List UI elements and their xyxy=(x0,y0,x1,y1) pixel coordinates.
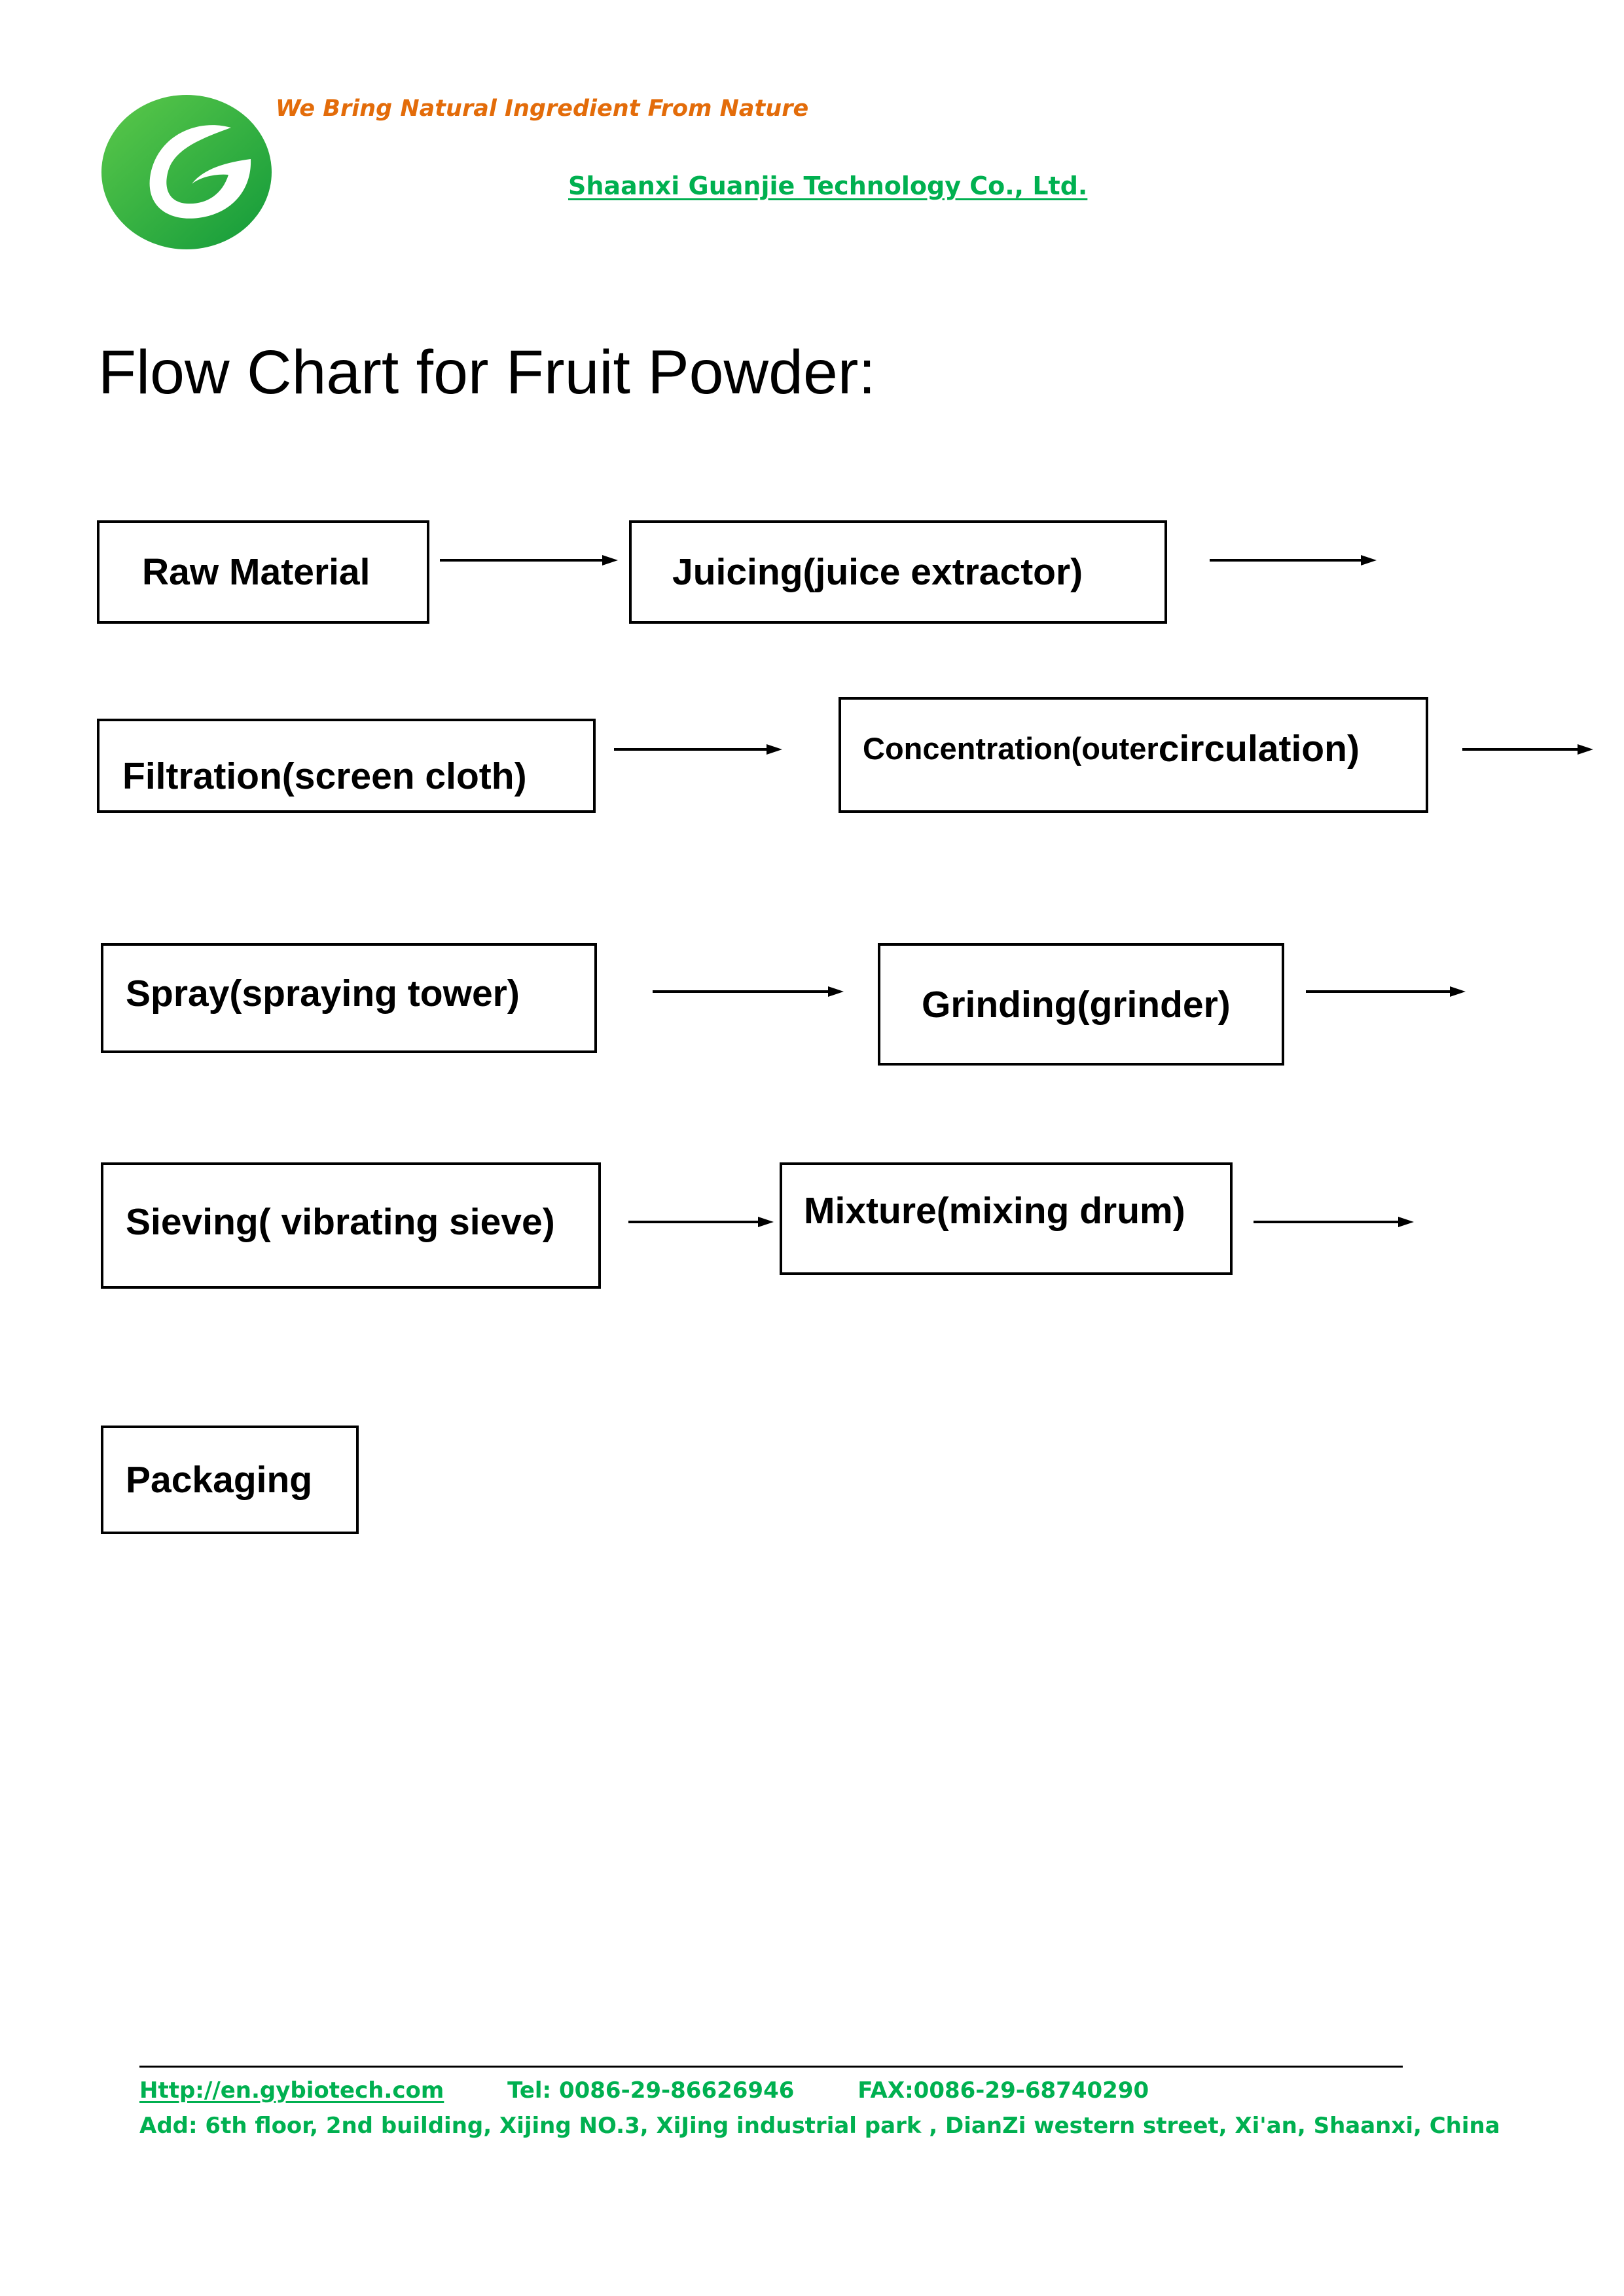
step-label-part1: Concentration(outer xyxy=(863,731,1159,766)
step-concentration: Concentration(outer circulation) xyxy=(839,697,1428,813)
step-label: Filtration(screen cloth) xyxy=(122,755,527,797)
step-grinding: Grinding(grinder) xyxy=(878,943,1284,1066)
arrow-right-icon xyxy=(614,744,782,755)
arrow-right-icon xyxy=(1462,744,1593,755)
step-packaging: Packaging xyxy=(101,1426,359,1534)
company-logo-icon xyxy=(101,95,272,249)
arrow-right-icon xyxy=(1306,986,1466,997)
step-label: Mixture(mixing drum) xyxy=(804,1189,1185,1232)
step-label: Packaging xyxy=(126,1459,313,1501)
fax-text: FAX:0086-29-68740290 xyxy=(857,2077,1149,2104)
tagline: We Bring Natural Ingredient From Nature xyxy=(276,96,809,122)
step-label: Sieving( vibrating sieve) xyxy=(126,1200,555,1243)
step-label: Grinding(grinder) xyxy=(922,983,1231,1026)
website-link[interactable]: Http://en.gybiotech.com xyxy=(139,2077,444,2104)
step-spray: Spray(spraying tower) xyxy=(101,943,597,1053)
step-label: Juicing(juice extractor) xyxy=(672,551,1083,593)
step-raw-material: Raw Material xyxy=(97,520,429,624)
company-name-link[interactable]: Shaanxi Guanjie Technology Co., Ltd. xyxy=(568,171,1088,200)
step-label-part2: circulation) xyxy=(1158,727,1360,770)
step-label: Raw Material xyxy=(142,551,370,593)
arrow-right-icon xyxy=(628,1217,774,1227)
step-mixture: Mixture(mixing drum) xyxy=(780,1162,1233,1275)
page-title: Flow Chart for Fruit Powder: xyxy=(98,338,876,407)
arrow-right-icon xyxy=(440,555,618,565)
step-juicing: Juicing(juice extractor) xyxy=(629,520,1167,624)
footer-contact-line: Http://en.gybiotech.com Tel: 0086-29-866… xyxy=(139,2077,1149,2104)
arrow-right-icon xyxy=(1254,1217,1414,1227)
footer-address: Add: 6th floor, 2nd building, Xijing NO.… xyxy=(139,2113,1500,2139)
step-label: Spray(spraying tower) xyxy=(126,972,520,1014)
footer-divider xyxy=(139,2066,1403,2068)
arrow-right-icon xyxy=(1210,555,1377,565)
step-filtration: Filtration(screen cloth) xyxy=(97,719,596,813)
phone-text: Tel: 0086-29-86626946 xyxy=(507,2077,795,2104)
arrow-right-icon xyxy=(653,986,844,997)
step-sieving: Sieving( vibrating sieve) xyxy=(101,1162,601,1289)
